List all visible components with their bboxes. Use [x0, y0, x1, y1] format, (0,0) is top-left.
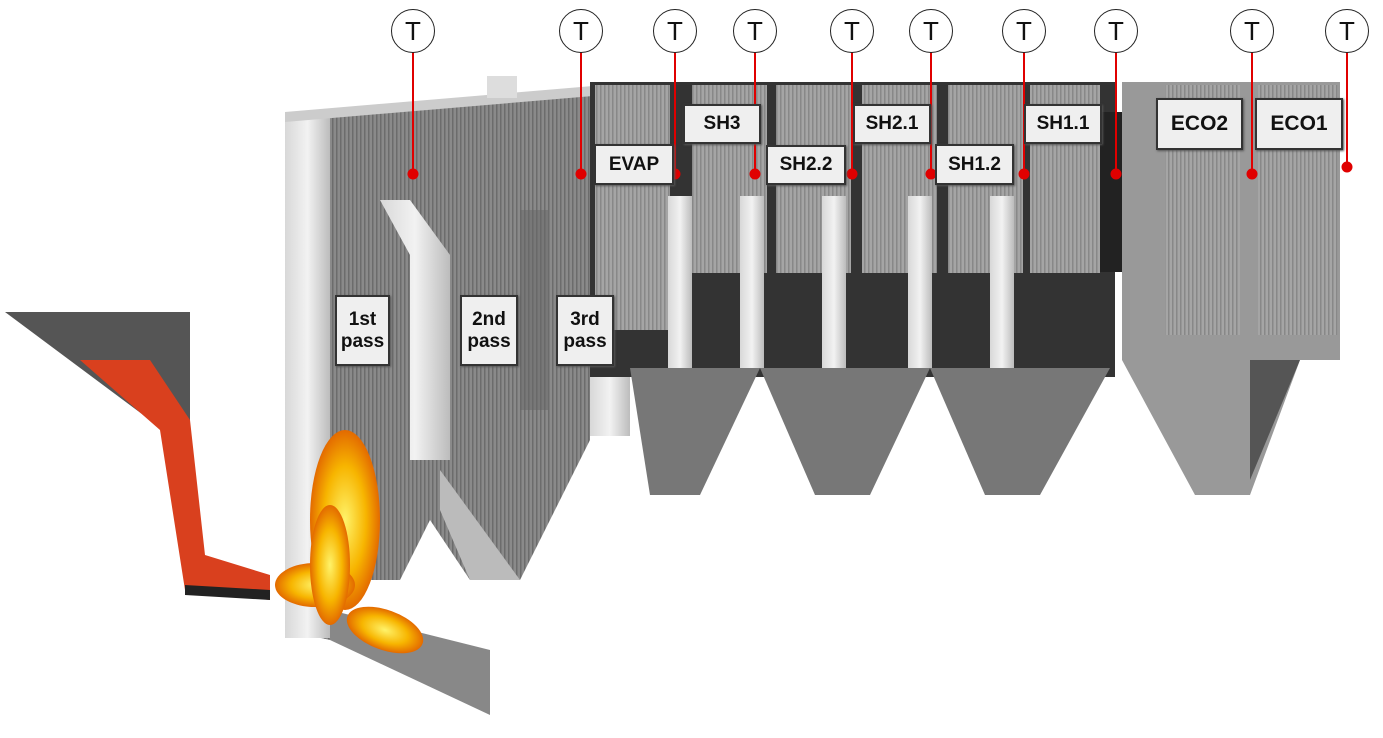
fuel-hopper — [5, 312, 270, 600]
temperature-sensor: T — [830, 9, 874, 53]
flame — [275, 430, 424, 654]
label-sh2-1: SH2.1 — [853, 104, 931, 144]
label-sh3: SH3 — [683, 104, 761, 144]
label-2nd-pass: 2nd pass — [460, 295, 518, 366]
label-3rd-pass: 3rd pass — [556, 295, 614, 366]
temperature-sensor: T — [1002, 9, 1046, 53]
temperature-sensor: T — [1230, 9, 1274, 53]
temperature-sensor: T — [1325, 9, 1369, 53]
temperature-sensor: T — [391, 9, 435, 53]
label-eco1: ECO1 — [1255, 98, 1343, 150]
label-evap: EVAP — [594, 144, 674, 185]
label-1st-pass: 1st pass — [335, 295, 390, 366]
label-sh1-1: SH1.1 — [1024, 104, 1102, 144]
temperature-sensor: T — [559, 9, 603, 53]
temperature-sensor: T — [653, 9, 697, 53]
temperature-sensor: T — [733, 9, 777, 53]
label-sh2-2: SH2.2 — [766, 145, 846, 185]
temperature-sensor: T — [1094, 9, 1138, 53]
label-eco2: ECO2 — [1156, 98, 1243, 150]
temperature-sensor: T — [909, 9, 953, 53]
label-sh1-2: SH1.2 — [935, 144, 1014, 185]
